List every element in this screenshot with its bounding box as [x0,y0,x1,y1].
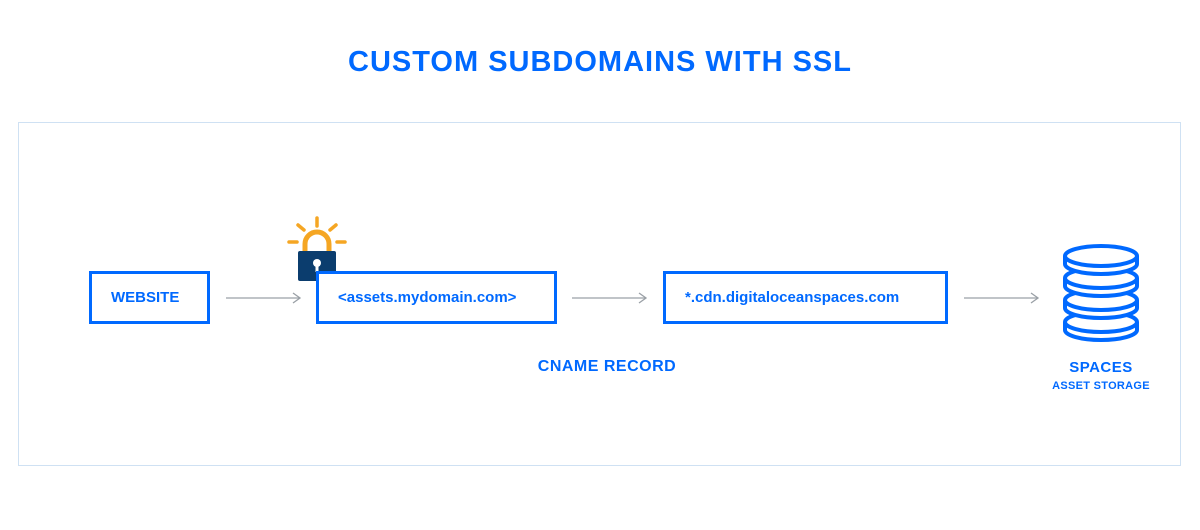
asset-storage-label: ASSET STORAGE [1052,380,1150,392]
cdn-domain-node: *.cdn.digitaloceanspaces.com [663,271,948,324]
assets-domain-label: <assets.mydomain.com> [338,289,517,306]
website-node: WEBSITE [89,271,210,324]
website-label: WEBSITE [111,289,180,306]
database-icon [1063,244,1139,342]
cname-record-label: CNAME RECORD [537,358,677,375]
arrow-icon [572,292,648,304]
arrow-icon [226,292,302,304]
arrow-icon [964,292,1040,304]
assets-domain-node: <assets.mydomain.com> [316,271,557,324]
spaces-label: SPACES [1069,359,1133,376]
diagram-title: CUSTOM SUBDOMAINS WITH SSL [348,46,852,78]
diagram-frame [18,122,1181,466]
cdn-domain-label: *.cdn.digitaloceanspaces.com [685,289,900,306]
